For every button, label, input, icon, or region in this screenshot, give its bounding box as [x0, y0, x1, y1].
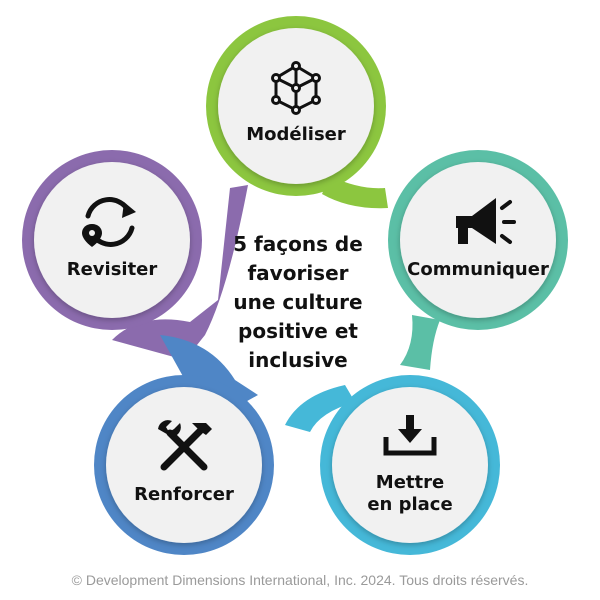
- renforcer-label: Renforcer: [134, 484, 234, 505]
- communiquer-badge: [400, 162, 556, 318]
- center-title-line1: 5 façons de: [233, 232, 363, 256]
- mettre-en-place-badge: [332, 387, 488, 543]
- mettre-en-place-label-line2: en place: [367, 494, 452, 515]
- tools-icon: [158, 420, 212, 471]
- copyright-notice: © Development Dimensions International, …: [71, 572, 529, 588]
- renforcer-tail: [160, 335, 258, 405]
- step-mettre-en-place: Mettre en place: [285, 375, 500, 555]
- center-title-line3: une culture: [233, 290, 362, 314]
- step-modeliser: Modéliser: [206, 16, 388, 209]
- step-renforcer: Renforcer: [94, 335, 274, 555]
- revisiter-badge: [34, 162, 190, 318]
- revisiter-tail: [112, 185, 248, 360]
- step-communiquer: Communiquer: [388, 150, 568, 370]
- mettre-en-place-tail: [285, 385, 355, 432]
- refresh-location-icon: [82, 197, 136, 247]
- center-title: 5 façons de favoriser une culture positi…: [233, 232, 363, 372]
- modeliser-label: Modéliser: [246, 124, 346, 145]
- cube-network-icon: [271, 61, 321, 115]
- center-title-line5: inclusive: [248, 348, 347, 372]
- mettre-en-place-label-line1: Mettre: [376, 472, 444, 493]
- download-tray-icon: [383, 415, 437, 456]
- center-title-line2: favoriser: [247, 261, 348, 285]
- communiquer-label: Communiquer: [407, 259, 549, 280]
- renforcer-badge: [106, 387, 262, 543]
- step-revisiter: Revisiter: [22, 150, 248, 360]
- revisiter-label: Revisiter: [67, 259, 158, 280]
- megaphone-icon: [456, 198, 516, 244]
- center-title-line4: positive et: [238, 319, 358, 343]
- communiquer-tail: [400, 315, 440, 370]
